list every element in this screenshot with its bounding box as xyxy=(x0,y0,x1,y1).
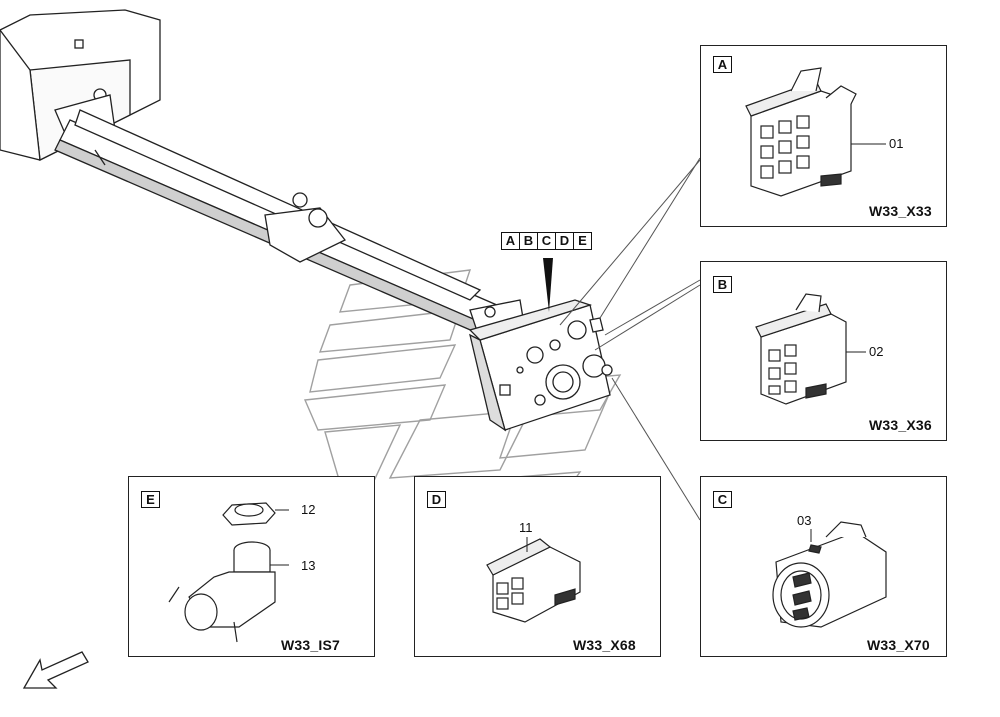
panel-b: B 02 W33_X36 xyxy=(700,261,947,441)
connector-03-drawing xyxy=(772,521,887,628)
part-number-02: 02 xyxy=(869,344,884,359)
callout-d: D xyxy=(555,232,574,250)
leader-lines xyxy=(559,157,701,521)
connector-code-c: W33_X70 xyxy=(867,637,930,653)
connector-02-drawing xyxy=(755,293,866,405)
callout-a: A xyxy=(501,232,520,250)
connector-code-b: W33_X36 xyxy=(869,417,932,433)
connector-11-drawing xyxy=(486,537,581,623)
part-number-13: 13 xyxy=(301,558,316,573)
panel-b-tag: B xyxy=(713,276,732,293)
connector-code-e: W33_IS7 xyxy=(281,637,340,653)
control-module xyxy=(468,299,613,432)
part-number-11: 11 xyxy=(519,520,533,535)
connector-code-d: W33_X68 xyxy=(573,637,636,653)
panel-d-tag: D xyxy=(427,491,446,508)
part-number-12: 12 xyxy=(301,502,316,517)
callout-e: E xyxy=(573,232,592,250)
callout-pointer xyxy=(543,258,553,312)
part-number-01: 01 xyxy=(889,136,904,151)
panel-e-tag: E xyxy=(141,491,160,508)
connector-code-a: W33_X33 xyxy=(869,203,932,219)
cable-gland-drawing xyxy=(168,502,289,643)
panel-c: C 03 W33_X70 xyxy=(700,476,947,657)
callout-c: C xyxy=(537,232,556,250)
panel-c-tag: C xyxy=(713,491,732,508)
linkage-arm xyxy=(54,109,526,346)
part-number-03: 03 xyxy=(797,513,812,528)
callout-b: B xyxy=(519,232,538,250)
panel-d: D 11 W33_X68 xyxy=(414,476,661,657)
panel-a-tag: A xyxy=(713,56,732,73)
panel-a: A 01 W33_X33 xyxy=(700,45,947,227)
connector-01-drawing xyxy=(745,67,886,197)
callout-strip: A B C D E xyxy=(501,232,592,250)
direction-arrow-icon xyxy=(22,651,89,689)
panel-e: E 12 13 W33_IS7 xyxy=(128,476,375,657)
